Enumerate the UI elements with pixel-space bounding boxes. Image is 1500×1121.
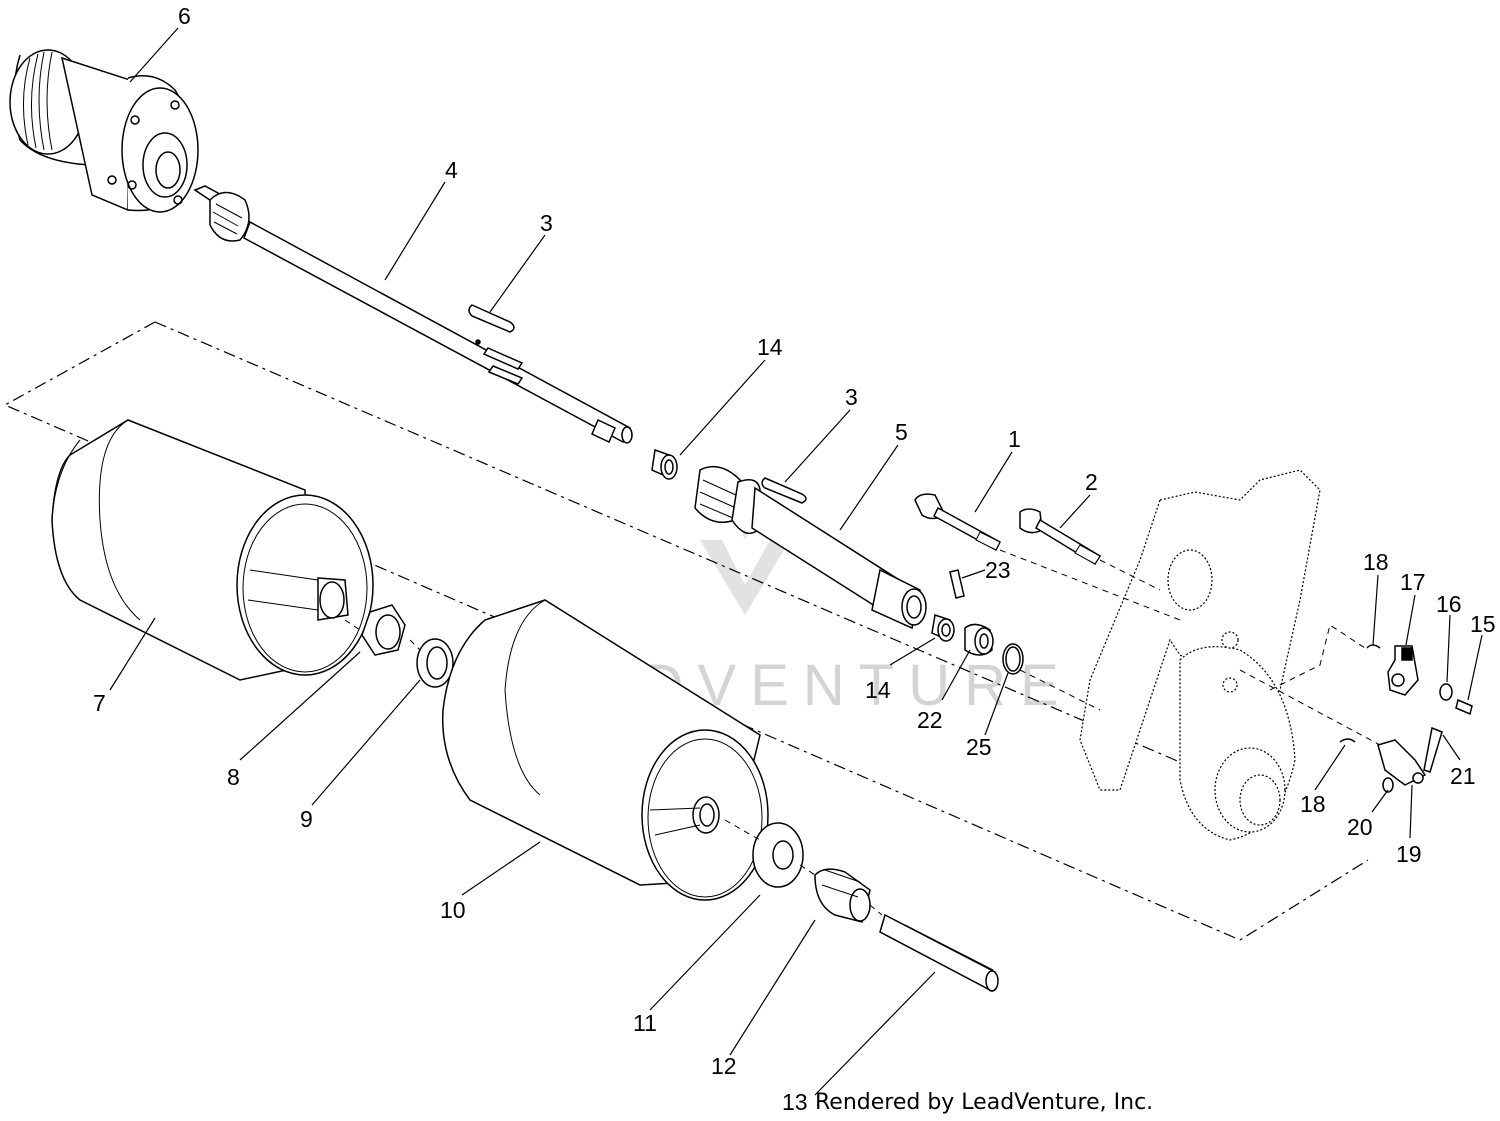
motor-part-6 (9, 49, 199, 213)
callout-3-lower: 3 (845, 384, 858, 410)
washer-part-9 (416, 638, 454, 688)
bracket-part-19 (1377, 739, 1427, 786)
callout-21: 21 (1450, 763, 1476, 789)
callout-10: 10 (440, 897, 466, 923)
callout-18-lower: 18 (1300, 791, 1326, 817)
bracket-part-17 (1387, 645, 1419, 696)
callout-7: 7 (93, 690, 106, 716)
callout-8: 8 (227, 764, 240, 790)
callout-20: 20 (1347, 814, 1373, 840)
callout-22: 22 (917, 707, 943, 733)
callout-14: 14 (757, 334, 783, 360)
callout-6: 6 (178, 3, 191, 29)
bolt-part-21 (1423, 726, 1443, 773)
callout-11: 11 (633, 1010, 657, 1036)
callout-2: 2 (1085, 469, 1098, 495)
pin-part-23 (949, 569, 965, 599)
fitting-part-12 (814, 868, 871, 923)
callout-13: 13 (782, 1089, 808, 1115)
callout-5: 5 (895, 419, 908, 445)
ring-part-18 (1339, 644, 1381, 743)
shaft-part-4 (193, 185, 633, 444)
callout-16: 16 (1436, 591, 1462, 617)
callout-23: 23 (985, 557, 1011, 583)
bushing-part-14 (651, 448, 678, 480)
washer-part-16 (1439, 683, 1453, 701)
callout-18: 18 (1363, 549, 1389, 575)
center-lines (344, 549, 1381, 916)
gearbox-housing (1079, 469, 1321, 841)
washer-part-11 (752, 822, 804, 888)
shaft-part-5 (694, 465, 927, 630)
callout-14-lower: 14 (865, 677, 891, 703)
callout-1: 1 (1008, 426, 1021, 452)
key-part-3 (468, 304, 524, 385)
callout-25: 25 (966, 734, 992, 760)
oring-part-25 (1002, 643, 1024, 675)
bolt-part-2 (1019, 508, 1102, 566)
drum-part-7 (51, 419, 374, 681)
callout-17: 17 (1400, 569, 1426, 595)
leader-lines (109, 27, 1483, 1096)
callout-15: 15 (1470, 611, 1496, 637)
screw-part-15 (1455, 698, 1473, 716)
callout-3: 3 (540, 210, 553, 236)
spacer-part-20 (1382, 777, 1394, 793)
bolt-part-1 (914, 493, 1001, 552)
callout-19: 19 (1396, 841, 1422, 867)
adapter-part-22 (964, 623, 994, 656)
hex-shaft-part-13 (879, 913, 999, 992)
callout-12: 12 (711, 1053, 737, 1079)
drum-part-10 (441, 599, 769, 901)
callout-labels: 6 4 3 14 3 5 1 2 23 18 17 16 15 14 22 25… (93, 3, 1496, 1115)
nut-part-8 (361, 604, 406, 656)
callout-9: 9 (300, 806, 313, 832)
callout-4: 4 (445, 157, 458, 183)
render-credit: Rendered by LeadVenture, Inc. (815, 1090, 1153, 1115)
bushing-part-14-lower (931, 614, 955, 642)
